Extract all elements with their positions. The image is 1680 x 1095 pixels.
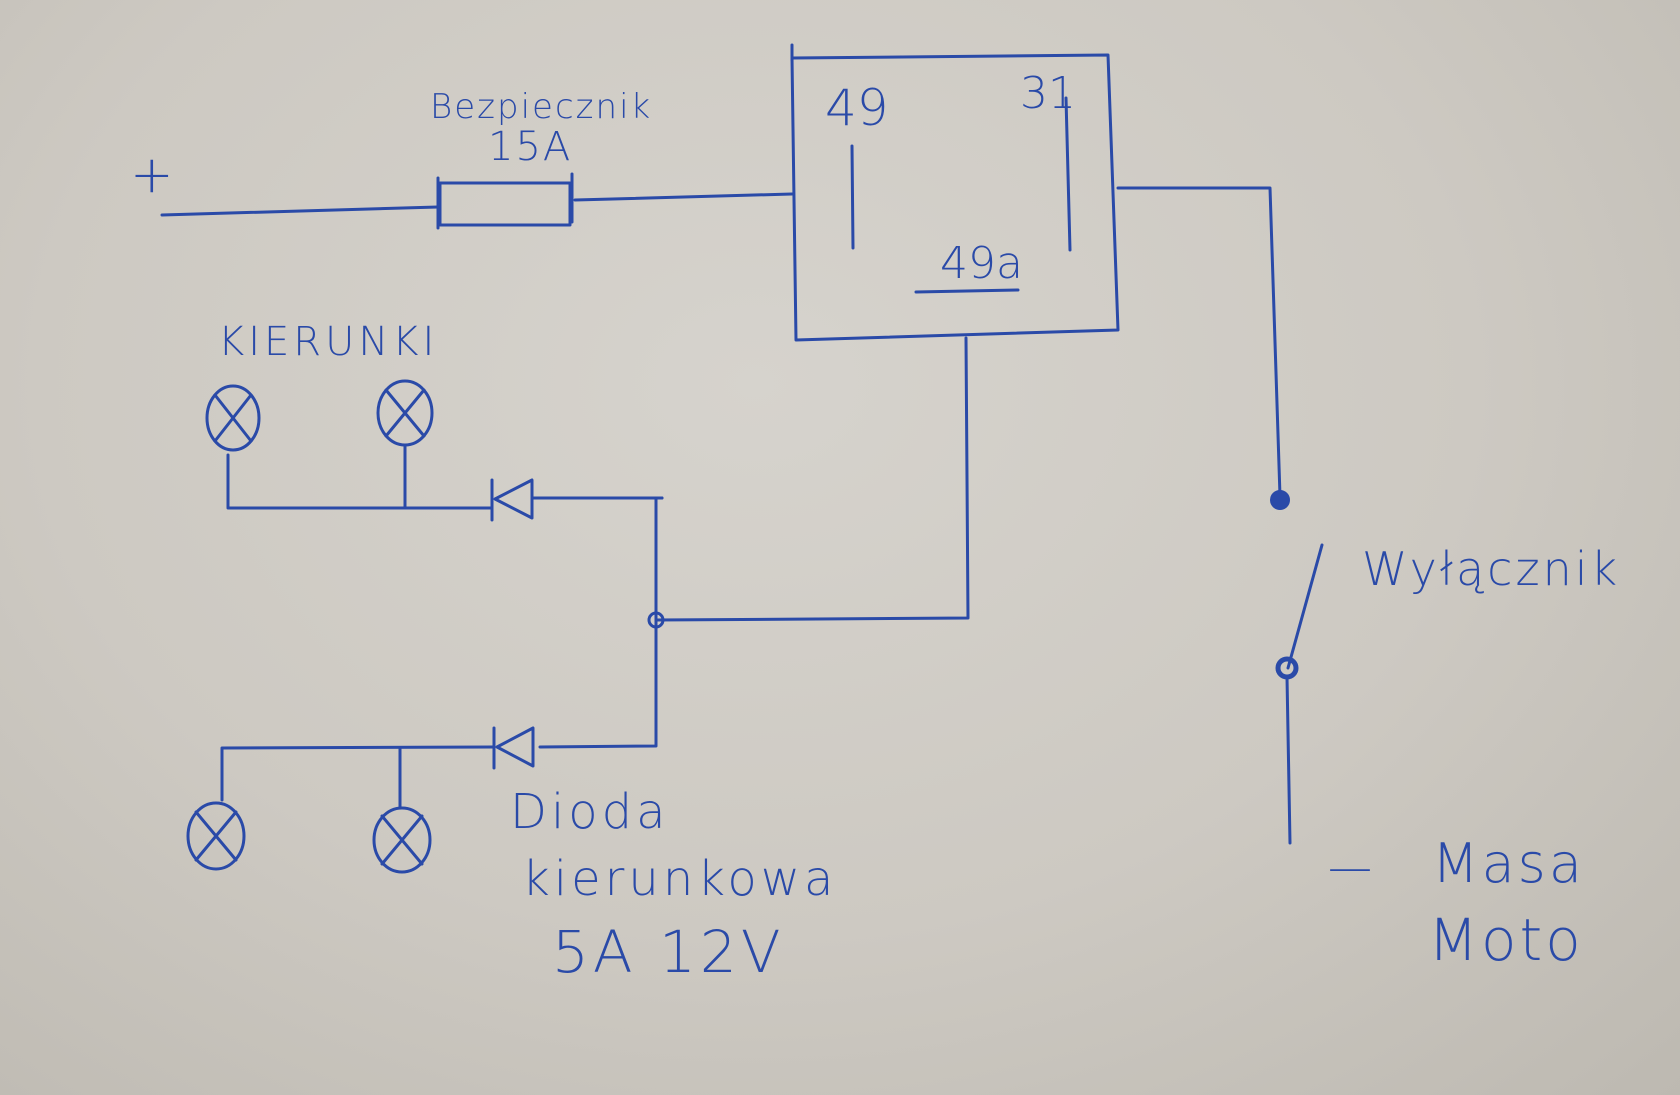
lower-left-lamp-icon: [186, 801, 246, 871]
relay-49a-to-junction-wire: [654, 336, 970, 622]
switch-label: Wyłącznik: [1362, 542, 1620, 596]
fuse-rating-label: 15A: [488, 124, 572, 170]
lower-right-lamp-icon: [372, 806, 432, 874]
indicators-label: KIERUNKI: [218, 319, 438, 365]
minus-label: —: [1328, 842, 1372, 893]
fuse-label: Bezpiecznik: [430, 87, 652, 127]
fuse-symbol: [438, 181, 572, 227]
supply-wire: [160, 205, 440, 217]
upper-right-lamp-icon: [376, 379, 434, 447]
lower-lamp-bus: [220, 745, 496, 802]
relay-pin-49a-label: 49a: [940, 238, 1023, 289]
diode-label-line3: 5A 12V: [552, 918, 785, 986]
plus-label: +: [130, 145, 174, 205]
relay-pin-49-label: 49: [825, 79, 889, 137]
relay-box: [790, 53, 1120, 342]
upper-left-lamp-icon: [205, 384, 261, 452]
diode-label-line1: Dioda: [510, 784, 670, 840]
lower-diode-symbol: [495, 726, 535, 768]
relay-to-switch-wire: [1116, 186, 1282, 498]
ground-label-line2: Moto: [1428, 906, 1584, 974]
ground-label-line1: Masa: [1432, 832, 1585, 895]
junction-to-upper-diode-wire: [538, 496, 664, 749]
fuse-to-relay-wire: [573, 192, 794, 202]
switch-lever: [1286, 543, 1324, 670]
relay-pin-49-mark: [850, 144, 855, 250]
relay-pin-49a-underline: [914, 288, 1020, 294]
switch-to-ground-wire: [1285, 675, 1292, 845]
diode-label-line2: kierunkowa: [522, 851, 837, 907]
relay-pin-31-mark: [1064, 96, 1072, 252]
upper-lamp-bus: [226, 453, 494, 510]
upper-diode-symbol: [493, 478, 534, 520]
switch-top-terminal: [1270, 490, 1290, 510]
